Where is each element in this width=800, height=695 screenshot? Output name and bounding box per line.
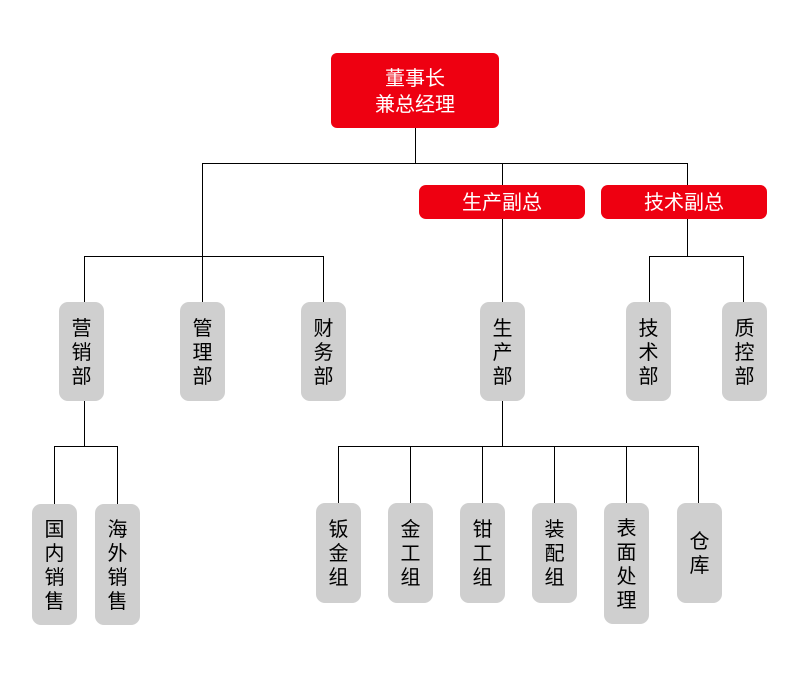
unit-warehouse-label: 仓库	[689, 529, 710, 577]
unit-overseas-sales-label: 海外销售	[107, 516, 128, 613]
general-manager-title: 兼总经理	[375, 91, 455, 116]
unit-sheet-metal: 钣金组	[316, 503, 361, 603]
unit-overseas-sales: 海外销售	[95, 504, 140, 625]
unit-surface-treatment: 表面处理	[604, 503, 649, 624]
dept-finance-label: 财务部	[313, 315, 334, 388]
dept-technology: 技术部	[626, 302, 671, 401]
dept-marketing: 营销部	[59, 302, 104, 401]
unit-assembly-label: 装配组	[544, 517, 565, 589]
unit-warehouse: 仓库	[677, 503, 722, 603]
unit-fitter: 钳工组	[460, 503, 505, 603]
dept-production: 生产部	[480, 302, 525, 401]
vp-production-label: 生产副总	[462, 190, 542, 214]
chairman-box: 董事长 兼总经理	[331, 53, 499, 128]
dept-finance: 财务部	[301, 302, 346, 401]
dept-production-label: 生产部	[492, 315, 513, 388]
unit-assembly: 装配组	[532, 503, 577, 603]
dept-management-label: 管理部	[192, 315, 213, 388]
unit-sheet-metal-label: 钣金组	[328, 517, 349, 589]
chairman-title: 董事长	[385, 65, 445, 90]
unit-metalwork-label: 金工组	[400, 517, 421, 589]
dept-quality-label: 质控部	[734, 315, 755, 388]
unit-surface-treatment-label: 表面处理	[616, 515, 637, 612]
unit-fitter-label: 钳工组	[472, 517, 493, 589]
unit-domestic-sales-label: 国内销售	[44, 516, 65, 613]
vp-production-box: 生产副总	[419, 185, 585, 219]
unit-domestic-sales: 国内销售	[32, 504, 77, 625]
dept-management: 管理部	[180, 302, 225, 401]
dept-quality: 质控部	[722, 302, 767, 401]
dept-marketing-label: 营销部	[71, 315, 92, 388]
unit-metalwork: 金工组	[388, 503, 433, 603]
vp-technology-box: 技术副总	[601, 185, 767, 219]
dept-technology-label: 技术部	[638, 315, 659, 388]
vp-technology-label: 技术副总	[644, 190, 724, 214]
